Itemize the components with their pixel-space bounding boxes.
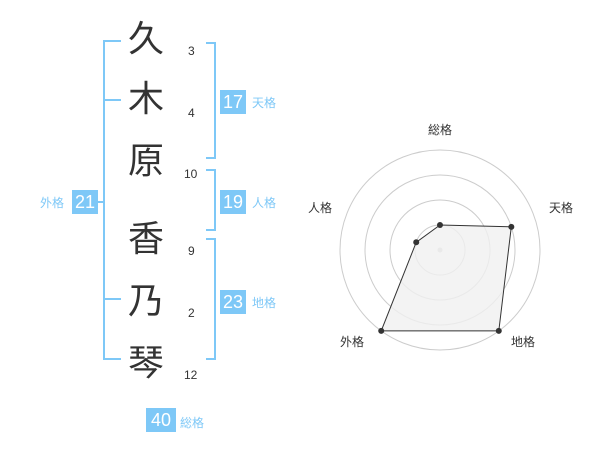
jinkaku-bracket-top bbox=[206, 169, 216, 171]
chikaku-bracket-top bbox=[206, 238, 216, 240]
tenkaku-bracket-top bbox=[206, 42, 216, 44]
radar-point-5 bbox=[413, 239, 420, 246]
name-char-1: 久 bbox=[127, 19, 164, 60]
radar-axis-label-tenkaku: 天格 bbox=[549, 201, 574, 215]
jinkaku-bracket-bottom bbox=[206, 229, 216, 231]
name-char-2: 木 bbox=[127, 79, 164, 120]
tenkaku-badge: 17 bbox=[220, 90, 246, 114]
radar-axis-label-jinkaku: 人格 bbox=[308, 201, 333, 215]
stroke-count-2: 4 bbox=[188, 106, 195, 120]
tenkaku-bracket-vertical bbox=[214, 42, 216, 159]
gaikaku-bracket-tick-lower bbox=[103, 298, 121, 300]
tenkaku-label: 天格 bbox=[252, 96, 277, 110]
radar-point-4 bbox=[378, 327, 385, 334]
name-char-3: 原 bbox=[127, 141, 164, 182]
chikaku-bracket-vertical bbox=[214, 238, 216, 360]
radar-axis-label-gaikaku: 外格 bbox=[340, 335, 365, 349]
gaikaku-bracket-bottom bbox=[103, 358, 121, 360]
gaikaku-bracket-vertical bbox=[103, 40, 105, 360]
name-char-5: 乃 bbox=[127, 281, 164, 322]
gaikaku-bracket-top bbox=[103, 40, 121, 42]
jinkaku-bracket-vertical bbox=[214, 169, 216, 231]
jinkaku-badge: 19 bbox=[220, 190, 246, 214]
stroke-count-3: 10 bbox=[184, 167, 198, 181]
jinkaku-label: 人格 bbox=[252, 196, 277, 210]
soukaku-badge: 40 bbox=[146, 408, 176, 432]
chikaku-badge: 23 bbox=[220, 290, 246, 314]
radar-series-polygon bbox=[380, 224, 512, 332]
gaikaku-bracket-tick-upper bbox=[103, 99, 121, 101]
stroke-count-4: 9 bbox=[188, 244, 195, 258]
radar-axis-label-soukaku: 総格 bbox=[428, 123, 453, 137]
radar-point-2 bbox=[508, 223, 515, 230]
radar-grid-ring bbox=[339, 149, 541, 351]
gaikaku-badge: 21 bbox=[72, 190, 98, 214]
chikaku-label: 地格 bbox=[252, 296, 277, 310]
gaikaku-label: 外格 bbox=[40, 196, 65, 210]
name-char-4: 香 bbox=[127, 219, 164, 260]
gaikaku-connector bbox=[98, 201, 104, 203]
radar-axis-label-chikaku: 地格 bbox=[511, 335, 536, 349]
name-char-6: 琴 bbox=[127, 343, 164, 384]
stroke-count-1: 3 bbox=[188, 44, 195, 58]
radar-point-1 bbox=[437, 222, 443, 228]
stroke-count-5: 2 bbox=[188, 306, 195, 320]
stroke-count-6: 12 bbox=[184, 368, 198, 382]
chikaku-bracket-bottom bbox=[206, 358, 216, 360]
tenkaku-bracket-bottom bbox=[206, 157, 216, 159]
radar-point-3 bbox=[495, 327, 502, 334]
soukaku-label: 総格 bbox=[180, 416, 205, 430]
